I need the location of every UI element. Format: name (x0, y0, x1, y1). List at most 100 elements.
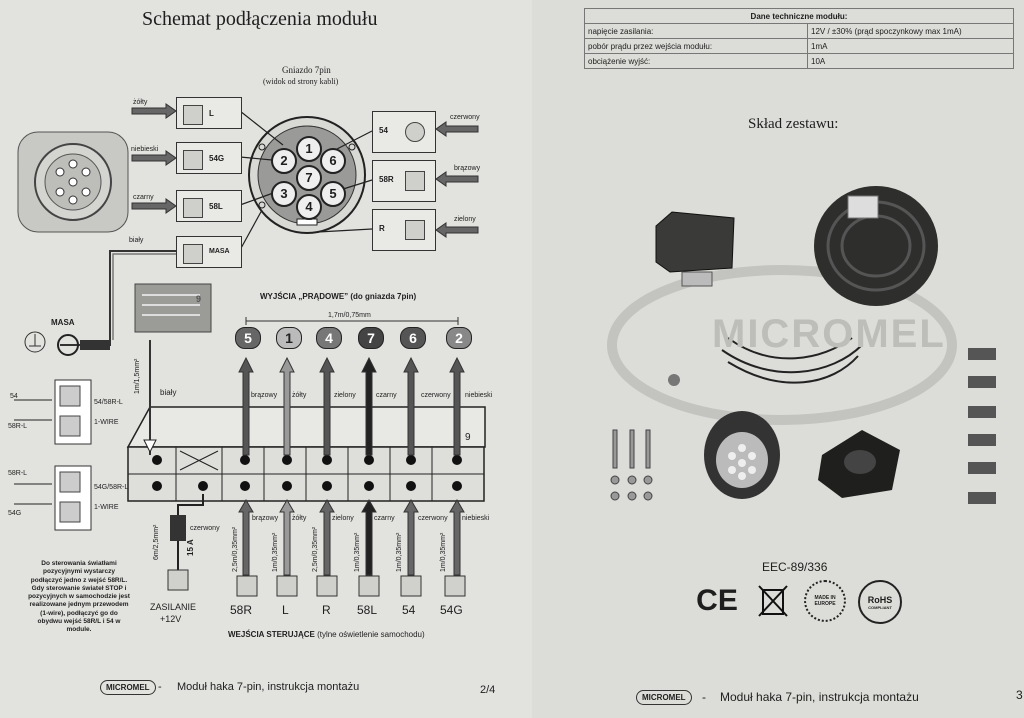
position-light-icon (183, 198, 203, 218)
weee-bin-icon (752, 580, 794, 622)
right-page: Dane techniczne modułu: napięcie zasilan… (532, 0, 1024, 718)
pin-box-58L: 58L (176, 190, 242, 222)
page-title: Schemat podłączenia modułu (142, 8, 378, 30)
page-number: 2/4 (480, 684, 496, 696)
output-number: 6 (400, 327, 426, 349)
terminal-pins-icon (968, 348, 996, 504)
pin-box-MASA: MASA (176, 236, 242, 268)
socket-photo-icon (17, 131, 129, 233)
wires-icon (721, 337, 863, 384)
wire-color-label: zielony (454, 216, 476, 223)
bolts-icon (610, 429, 653, 501)
input-label: 58R (230, 603, 253, 617)
spec-table: Dane techniczne modułu: napięcie zasilan… (584, 8, 1014, 69)
connector-number: 9 (196, 294, 202, 304)
socket-title: Gniazdo 7pin (282, 65, 331, 75)
side-label: 54G (8, 510, 22, 517)
footer-text: Moduł haka 7-pin, instrukcja montażu (177, 681, 360, 693)
wire-color-label: czerwony (450, 114, 480, 121)
input-spec: 1m/0,35mm² (396, 532, 403, 572)
masa-label: MASA (51, 318, 75, 327)
left-page: Schemat podłączenia modułu Gniazdo 7pin … (8, 8, 496, 696)
footer-dash: - (158, 681, 162, 693)
ground-ring-icon (24, 331, 110, 356)
wire-color-label: czarny (376, 392, 397, 399)
page-number: 3 (1016, 688, 1023, 702)
wire-color-label: brązowy (454, 165, 481, 172)
fog-light-icon (183, 150, 203, 170)
stop-light-icon (405, 122, 425, 142)
pin-box-58R: 58R (372, 160, 436, 202)
footer-text: Moduł haka 7-pin, instrukcja montażu (720, 690, 919, 704)
rohs-badge: RoHS COMPLIANT (858, 580, 902, 624)
wire-color-label: żółty (133, 99, 148, 106)
wire-color-label: biały (129, 237, 144, 244)
output-number: 2 (446, 327, 472, 349)
pin-box-R: R (372, 209, 436, 251)
white-wire-spec: 1m/1,5mm² (134, 358, 141, 394)
pin-box-54: 54 (372, 111, 436, 153)
kit-photo (607, 186, 996, 504)
kit-title: Skład zestawu: (748, 116, 839, 132)
position-light-icon (405, 171, 425, 191)
footer-dash: - (702, 690, 706, 704)
wire-spec-top: 1,7m/0,75mm (328, 312, 371, 319)
side-label: 54 (10, 393, 18, 400)
wire-color-label: czerwony (421, 392, 451, 399)
wire-color-label: żółty (292, 515, 307, 522)
wire-color-label: czarny (133, 194, 154, 201)
wire-color-label: zielony (332, 515, 354, 522)
note-text: Do sterowania światłami pozycyjnymi wyst… (28, 560, 130, 634)
output-number: 1 (276, 327, 302, 349)
wire-color-label: niebieski (465, 392, 493, 399)
ground-icon (183, 244, 203, 264)
wire-color-label: czerwony (190, 525, 220, 532)
input-label: L (282, 603, 289, 617)
cable-coil-icon (814, 186, 938, 306)
brand-logo: MICROMEL (636, 690, 692, 705)
socket-photo-icon (704, 411, 780, 499)
connector-photo (134, 283, 212, 333)
output-number: 7 (358, 327, 384, 349)
socket-subtitle: (widok od strony kabli) (263, 77, 339, 86)
pin-box-L: L (176, 97, 242, 129)
side-label: 1-WIRE (94, 504, 119, 511)
made-in-europe-badge: MADE IN EUROPE (804, 580, 846, 622)
wire-color-label: zielony (334, 392, 356, 399)
side-label: 58R-L (8, 470, 28, 477)
pin-box-54G: 54G (176, 142, 242, 174)
input-spec: 1m/0,35mm² (354, 532, 361, 572)
input-label: 54 (402, 603, 416, 617)
input-spec: 1m/0,35mm² (440, 532, 447, 572)
input-spec: 2,5m/0,35mm² (232, 526, 239, 572)
module-photo-icon (655, 211, 735, 287)
input-label: R (322, 603, 331, 617)
output-number: 5 (235, 327, 261, 349)
wire-color-label: niebieski (131, 146, 159, 153)
input-label: 54G (440, 603, 463, 617)
block-number: 9 (465, 432, 471, 443)
standard-label: EEC-89/336 (762, 560, 828, 574)
power-spec: 6m/2,5mm² (153, 524, 160, 560)
left-turn-icon (183, 105, 203, 125)
wire-color-label: niebieski (462, 515, 490, 522)
wire-color-label: brązowy (252, 515, 279, 522)
output-number: 4 (316, 327, 342, 349)
input-spec: 1m/0,35mm² (272, 532, 279, 572)
brand-logo: MICROMEL (100, 680, 156, 695)
power-voltage: +12V (160, 614, 182, 624)
side-label: 54G/58R-L (94, 484, 129, 491)
watermark: MICROMEL (712, 312, 946, 356)
side-label: 54/58R-L (94, 399, 123, 406)
wire-color-label: czarny (374, 515, 395, 522)
module-block (126, 406, 486, 502)
input-label: 58L (357, 603, 378, 617)
key-icon (668, 374, 680, 386)
power-label: ZASILANIE (150, 602, 197, 612)
input-spec: 2,5m/0,35mm² (312, 526, 319, 572)
white-wire-label: biały (160, 388, 177, 397)
ce-mark-icon: CE (696, 584, 738, 617)
wire-color-label: żółty (292, 392, 307, 399)
inputs-title: WEJŚCIA STERUJĄCE (tylne oświetlenie sam… (228, 630, 425, 639)
fuse-label: 15 A (186, 539, 195, 556)
